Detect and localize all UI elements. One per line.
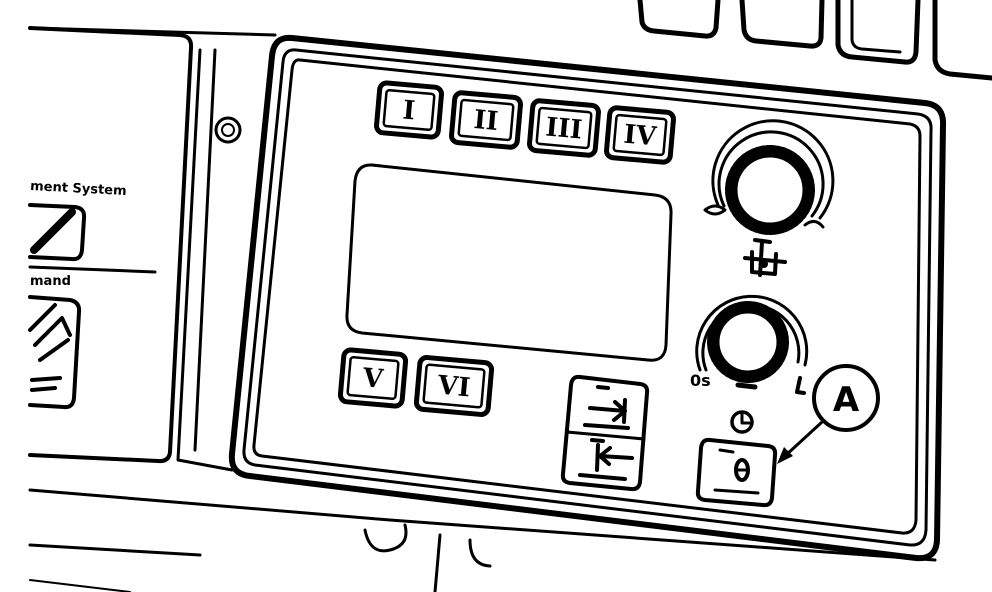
preset-button-3[interactable]: III (527, 98, 601, 158)
command-icon (28, 295, 82, 410)
preset-button-1[interactable]: I (374, 80, 444, 140)
display-screen (345, 163, 673, 362)
preset-button-label: IV (622, 120, 658, 153)
callout-arrow-icon (777, 447, 793, 464)
screw-icon (214, 116, 242, 144)
preset-button-4[interactable]: IV (604, 105, 676, 165)
callout-label: A (833, 380, 860, 420)
system-icon (28, 203, 87, 262)
side-heading: ment System (30, 179, 127, 199)
bottom-tab (363, 523, 408, 553)
preset-button-label: VI (435, 371, 471, 404)
callout-a: A (777, 364, 880, 464)
side-panel: ment System mand (28, 26, 194, 464)
preset-button-label: V (361, 363, 386, 395)
set-back-icon[interactable] (578, 438, 634, 481)
preset-button-label: II (472, 105, 499, 137)
flow-icon (743, 238, 787, 277)
set-buttons (560, 374, 650, 492)
time-knob[interactable]: 0s (690, 294, 809, 434)
lock-button[interactable] (695, 437, 778, 508)
side-subheading: mand (30, 274, 71, 289)
flow-knob[interactable] (703, 119, 835, 277)
set-forward-icon[interactable] (583, 385, 630, 430)
preset-button-6[interactable]: VI (413, 355, 495, 417)
time-min-label: 0s (690, 371, 711, 390)
preset-button-5[interactable]: V (337, 347, 409, 409)
preset-button-label: I (402, 96, 417, 127)
preset-button-2[interactable]: II (449, 90, 523, 150)
top-edge-buttons (637, 0, 992, 81)
lock-icon (713, 458, 760, 495)
flow-min-max-icons (703, 204, 825, 229)
time-max-mark (795, 376, 806, 395)
clock-icon (730, 410, 754, 434)
preset-button-label: III (544, 112, 583, 145)
